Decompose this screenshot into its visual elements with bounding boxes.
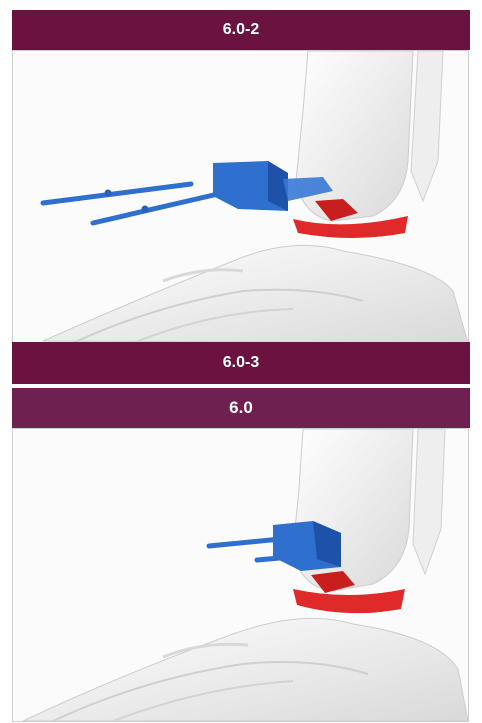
- ankle-drawing-1: [13, 51, 468, 343]
- ankle-drawing-2: [13, 429, 468, 721]
- pin-3: [209, 539, 281, 546]
- panel-header-1: 6.0-2: [12, 10, 470, 50]
- ankle-illustration-2: [12, 428, 469, 722]
- panel-header-3: 6.0: [12, 388, 470, 428]
- panel-header-1-label: 6.0-2: [223, 21, 259, 39]
- ankle-illustration-1: [12, 50, 469, 344]
- pin-2: [93, 194, 218, 223]
- panel-header-3-label: 6.0: [229, 398, 253, 418]
- panel-header-2-label: 6.0-3: [223, 354, 259, 372]
- panel-header-2: 6.0-3: [12, 342, 470, 384]
- pin-1: [43, 184, 191, 203]
